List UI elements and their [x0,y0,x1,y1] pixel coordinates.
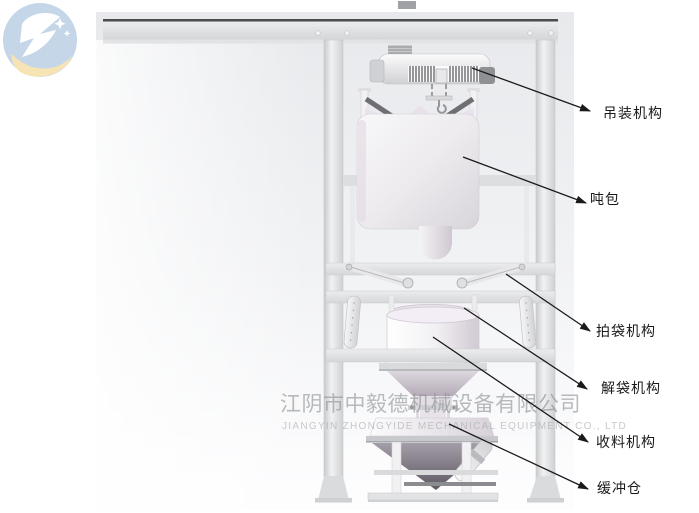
leader-line-buffer [448,423,590,490]
gantry-column-left [315,39,352,503]
leader-line-bag-opening [463,307,588,390]
side-vibrator [343,295,537,349]
callout-label-ton-bag: 吨包 [590,191,620,207]
callout-label-buffer: 缓冲仓 [597,480,642,496]
buffer-bin [366,417,499,502]
patting-arm [343,262,528,289]
gantry-column-right [527,39,564,503]
ton-bag [356,113,480,260]
leader-line-receiving [432,336,589,443]
leader-line-patting [505,273,591,332]
frame-post [524,186,529,263]
bag-spout [419,226,452,260]
leader-line-hoist [471,67,592,112]
hopper-cone [387,371,479,397]
cross-beam-mid [325,290,556,304]
cross-beam-hopper [325,348,556,363]
frame-post [350,186,355,263]
callout-label-hoist: 吊装机构 [603,105,663,121]
callout-label-bag-opening: 解袋机构 [601,380,661,396]
callout-label-receiving: 收料机构 [596,434,656,450]
hoist-trolley [369,45,495,114]
leader-line-ton-bag [462,156,588,204]
callout-label-patting: 拍袋机构 [596,323,656,339]
